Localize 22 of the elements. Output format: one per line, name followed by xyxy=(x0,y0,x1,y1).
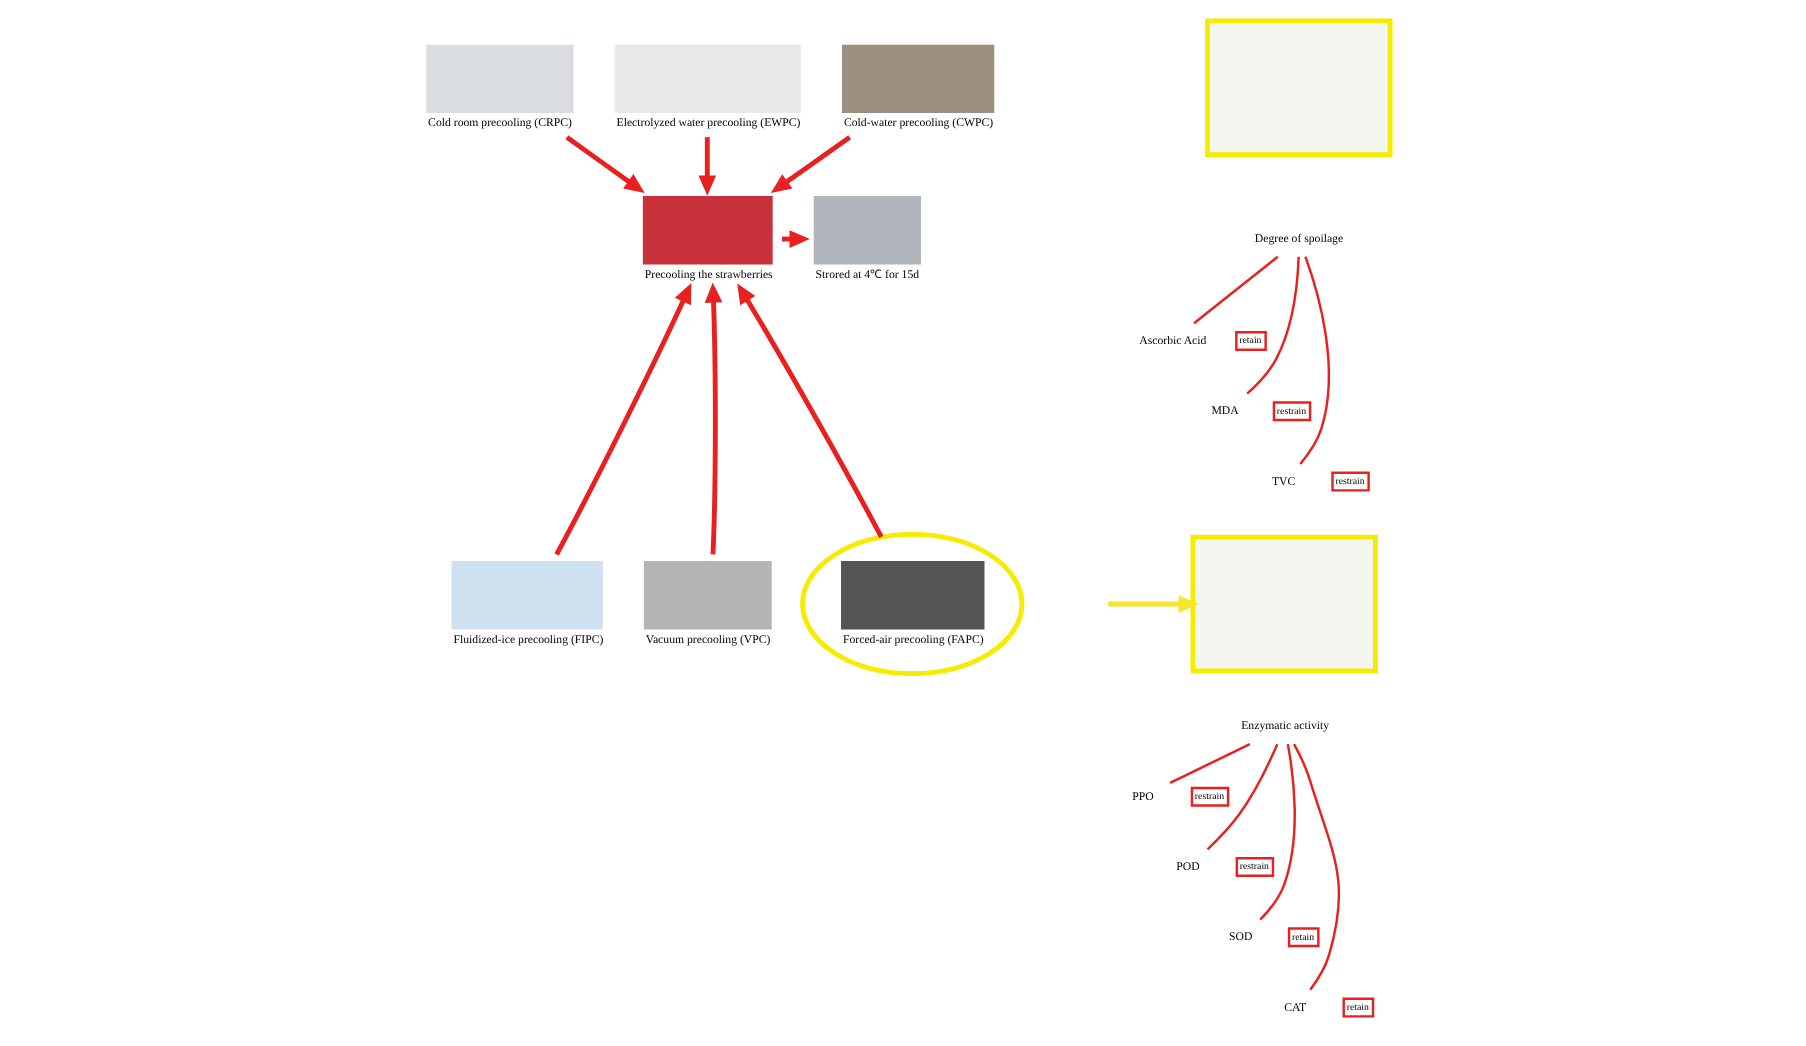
arrow xyxy=(554,283,692,556)
connector xyxy=(1193,255,1279,325)
arrow xyxy=(565,135,645,194)
arrow xyxy=(1108,595,1199,613)
node-box xyxy=(451,561,603,630)
connector xyxy=(1246,256,1300,395)
node-box xyxy=(813,196,922,265)
arrow xyxy=(698,137,717,196)
connector xyxy=(1169,743,1251,784)
node-box xyxy=(643,561,772,630)
arrow xyxy=(770,135,852,194)
connector xyxy=(1293,743,1341,991)
node-box xyxy=(1190,534,1378,674)
node-box xyxy=(1205,18,1393,157)
node-box xyxy=(426,44,574,114)
connector xyxy=(1206,743,1279,851)
node-box xyxy=(642,196,773,265)
arrow xyxy=(704,282,723,555)
connector xyxy=(1259,743,1296,921)
arrow xyxy=(737,283,884,539)
connector xyxy=(1299,256,1331,465)
node-box xyxy=(842,44,995,114)
